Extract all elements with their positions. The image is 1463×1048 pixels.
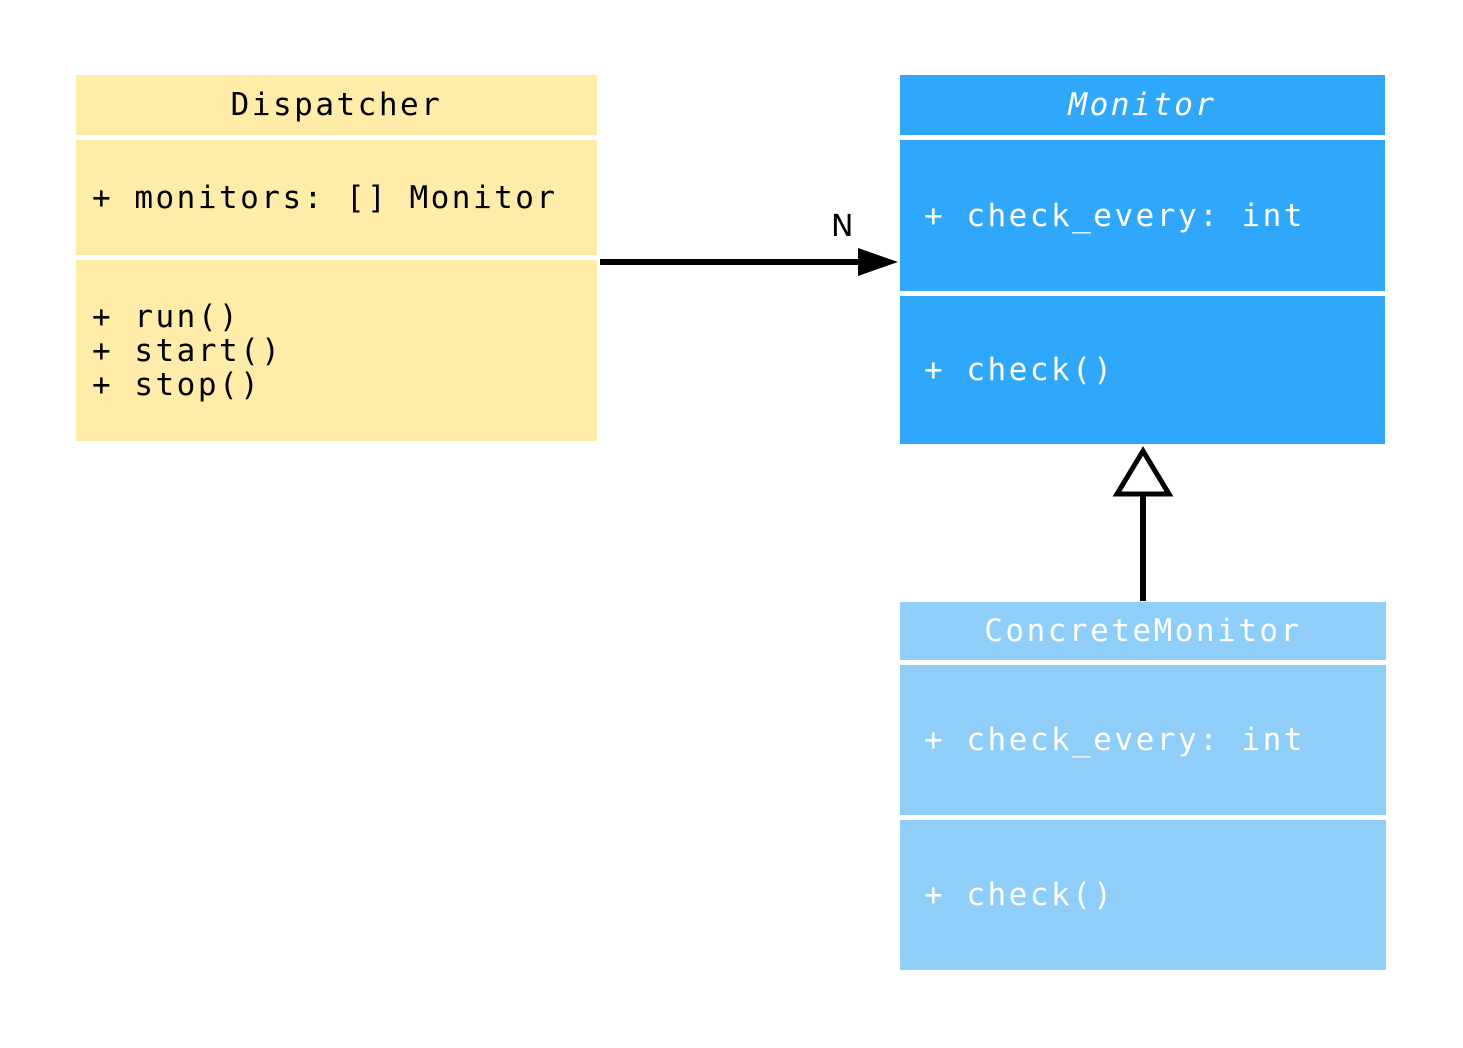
class-name: ConcreteMonitor [984,613,1302,649]
inheritance-arrow [1112,446,1174,601]
class-monitor-attributes: + check_every: int [900,140,1385,291]
class-monitor: Monitor + check_every: int + check() [900,75,1385,444]
method-line: + stop() [92,366,262,403]
class-dispatcher-title: Dispatcher [76,75,597,135]
class-concrete-monitor: ConcreteMonitor + check_every: int + che… [900,602,1386,970]
association-arrow [600,248,898,276]
attribute-line: + monitors: [] Monitor [92,179,558,216]
class-dispatcher-methods: + run() + start() + stop() [76,260,597,441]
class-concrete-monitor-attributes: + check_every: int [900,665,1386,815]
class-concrete-monitor-methods: + check() [900,820,1386,970]
class-name: Dispatcher [230,87,443,123]
method-line: + check() [924,877,1115,913]
method-line: + check() [924,352,1115,388]
attribute-line: + check_every: int [924,197,1305,234]
class-monitor-methods: + check() [900,296,1385,444]
method-line: + run() [92,298,241,335]
attribute-line: + check_every: int [924,722,1305,758]
class-name: Monitor [1068,87,1217,123]
association-multiplicity-label: N [831,209,854,244]
class-dispatcher-attributes: + monitors: [] Monitor [76,140,597,255]
class-monitor-title: Monitor [900,75,1385,135]
class-dispatcher: Dispatcher + monitors: [] Monitor + run(… [76,75,597,441]
method-line: + start() [92,332,283,369]
class-concrete-monitor-title: ConcreteMonitor [900,602,1386,660]
